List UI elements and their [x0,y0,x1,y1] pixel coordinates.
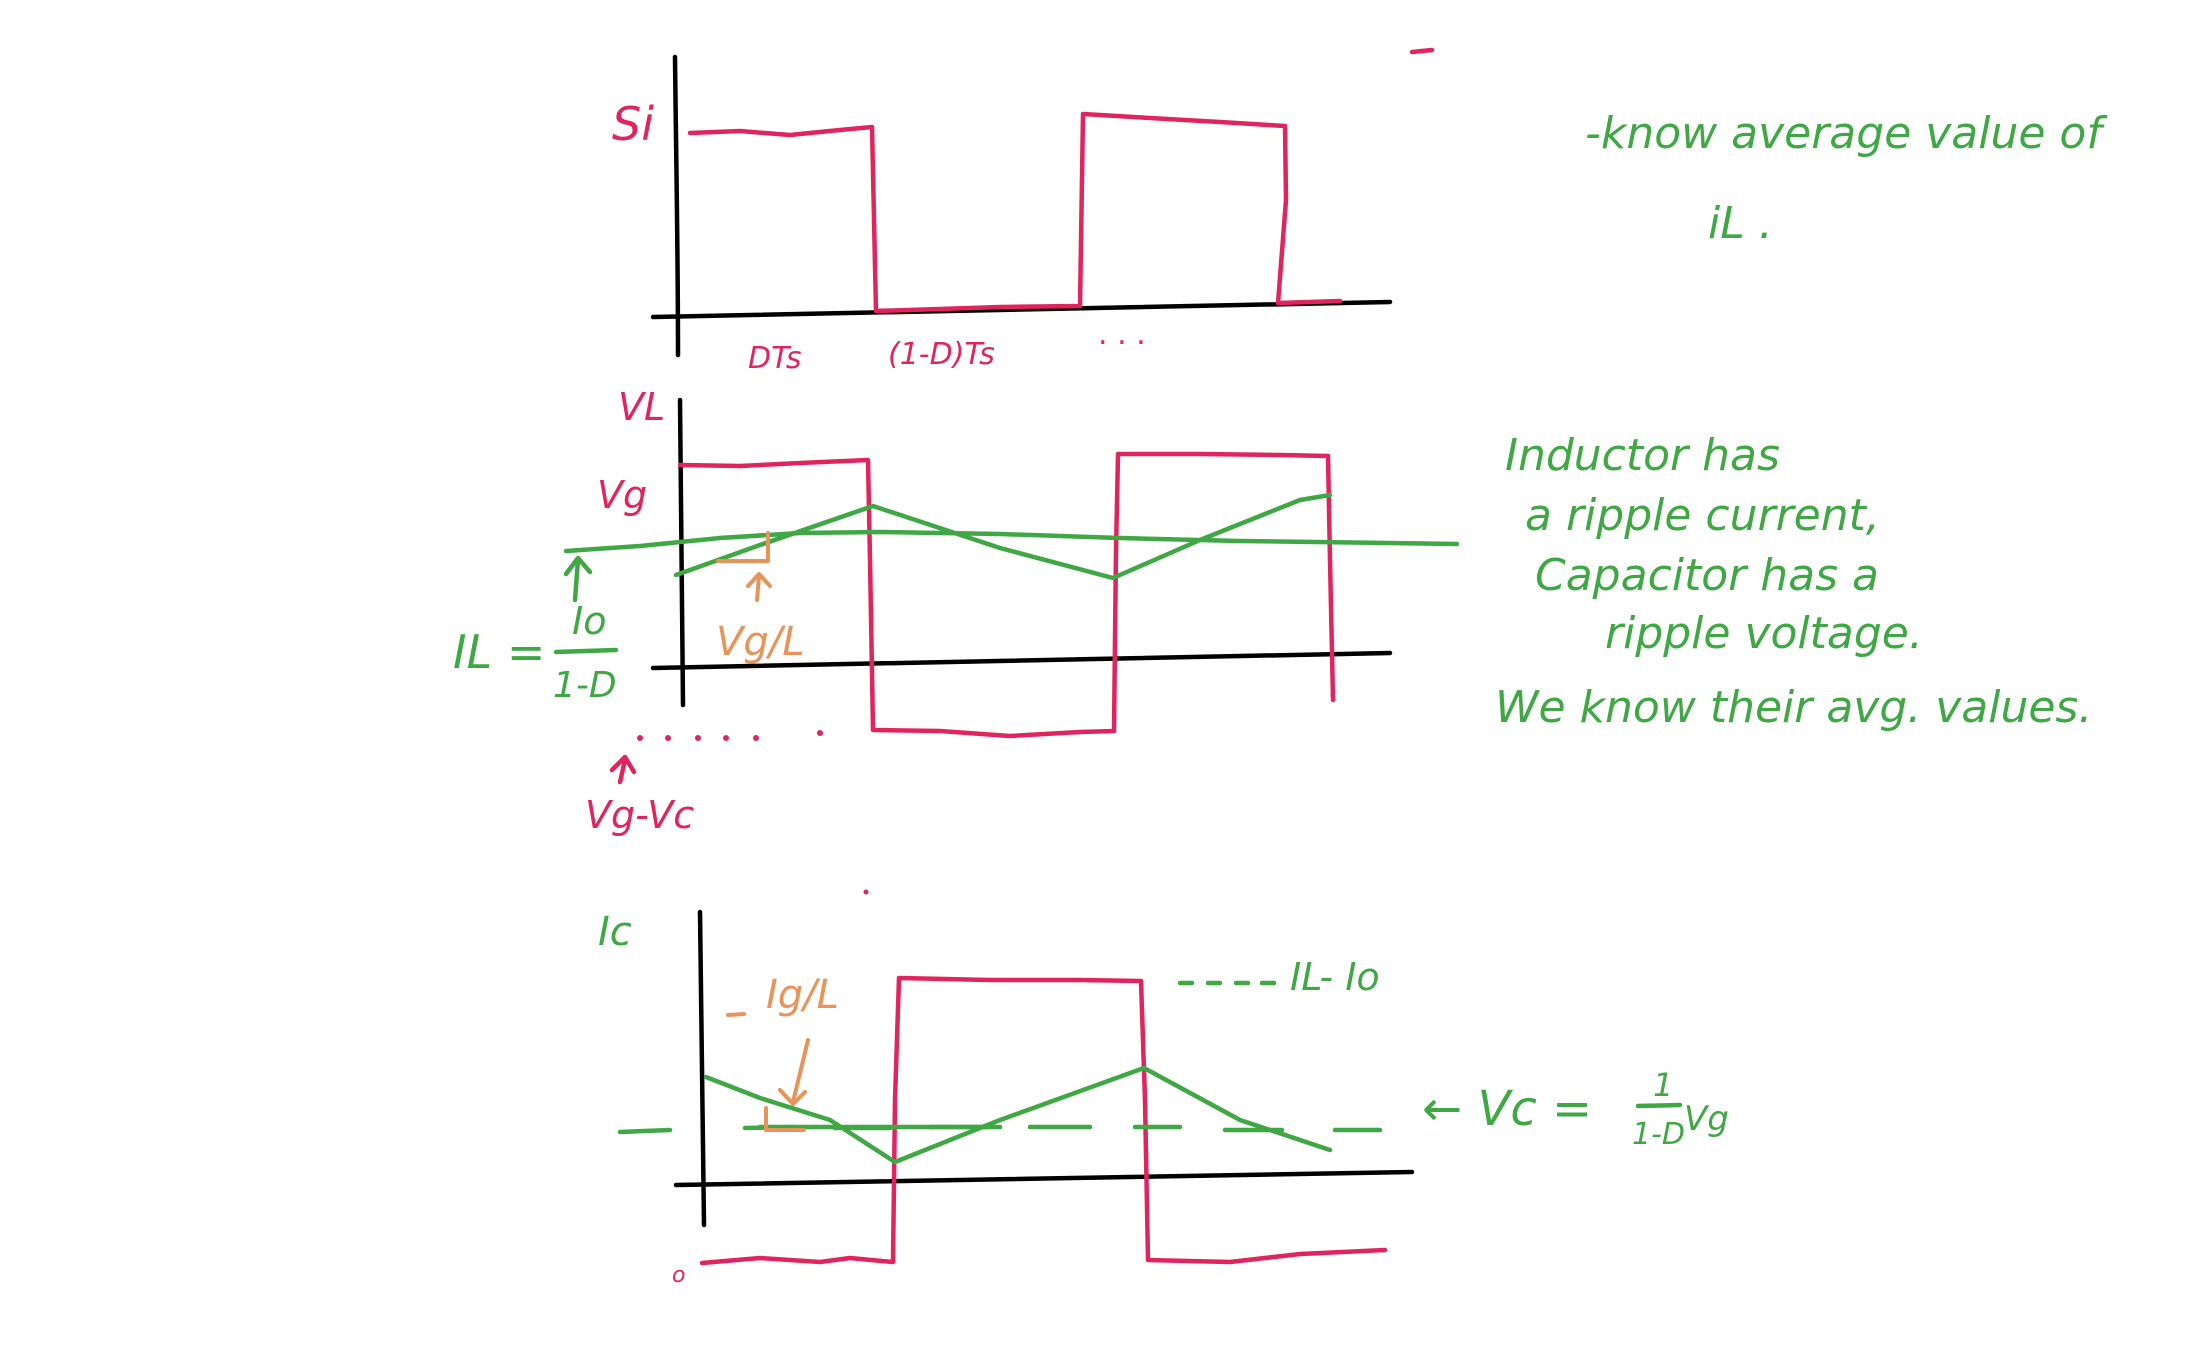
il-equation-den: 1-D [553,665,617,706]
note-mid-line4: ripple voltage. [1605,608,1923,659]
graph1-y-label: Si [612,97,654,151]
il-average-line [563,529,1460,554]
graph3-x-axis [673,1169,1415,1188]
vg-l-arrow [746,572,772,602]
graph1-x-axis [650,299,1393,320]
negative-level-dots [637,730,823,741]
il-equation-lhs: IL = [453,625,545,679]
vc-equation-num: 1 [1653,1066,1673,1104]
vg-level-label: Vg [597,473,647,517]
vc-equation-den: 1-D [1632,1117,1685,1152]
stray-dot [863,889,869,895]
switch-signal-graph: Si DTs (1-D)Ts . . . [612,54,1393,376]
vl-waveform [677,451,1336,739]
graph2-x-axis [650,650,1393,671]
graph1-y-axis [672,54,681,358]
note-mid-line1: Inductor has [1505,430,1780,481]
bottom-label: o [672,1263,685,1288]
ig-l-slope-marker [764,1106,806,1132]
stray-mark [1409,47,1435,55]
note-mid-line5: We know their avg. values. [1495,682,2092,733]
tick-label-dts: DTs [748,341,802,376]
il-equation-num: Io [572,599,606,643]
vc-equation-lhs: ← Vc = [1422,1081,1592,1137]
vg-vc-label: Vg-Vc [585,793,694,837]
vg-l-slope-marker [716,531,770,563]
ig-l-dash [726,1012,746,1017]
continuation-dots: . . . [1098,317,1146,352]
graph2-y-axis [677,397,686,708]
ic-waveform [699,975,1388,1266]
vg-l-label: Vg/L [716,619,805,665]
note-top-line2: iL . [1708,198,1773,249]
vc-equation-bar [1635,1102,1683,1109]
tick-label-1-d-ts: (1-D)Ts [888,337,995,372]
vg-vc-arrow [609,754,637,785]
capacitor-current-graph: Ig/L Ic IL- Io o ← Vc = 1 1-D Vg [598,909,1729,1288]
il-io-label: IL- Io [1290,955,1380,999]
notes: -know average value of iL . Inductor has… [1495,108,2108,733]
ig-l-label: Ig/L [766,972,839,1018]
inductor-voltage-graph: Vg/L VL Vg IL = Io 1-D Vg-Vc [453,385,1460,837]
vc-equation-tail: Vg [1684,1099,1729,1139]
si-waveform [687,111,1343,314]
note-mid-line2: a ripple current, [1525,490,1880,541]
il-equation-bar [553,647,619,655]
graph3-y-axis [697,909,707,1228]
ig-l-arrow [778,1038,810,1106]
vc-ripple-line [703,1065,1333,1165]
graph3-y-label: Ic [598,909,632,955]
note-mid-line3: Capacitor has a [1535,550,1879,601]
il-arrow [563,555,593,603]
note-top-line1: -know average value of [1585,108,2108,159]
il-ripple-line [673,492,1333,581]
graph2-y-label: VL [618,385,665,429]
